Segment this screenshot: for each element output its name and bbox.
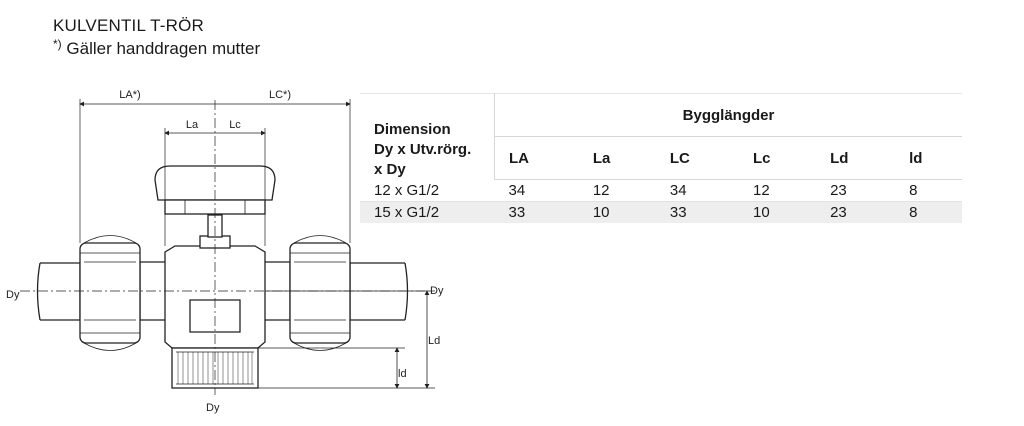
label-dy-bottom: Dy [206, 402, 220, 414]
table-cell: 34 [655, 179, 740, 202]
table-cell: 8 [895, 201, 962, 223]
table-cell-dimension: 12 x G1/2 [360, 179, 495, 202]
pipe-left [36, 262, 81, 321]
dimension-header-line: Dy x Utv.rörg. [374, 140, 472, 158]
label-ld-upper: Ld [428, 335, 440, 347]
column-header: ld [895, 136, 962, 180]
group-header: Bygglängder [494, 93, 962, 137]
dimensions-table: Dimension Dy x Utv.rörg. x Dy Bygglängde… [360, 93, 962, 223]
column-header: La [578, 136, 656, 180]
table-row: 12 x G1/2 34 12 34 12 23 8 [360, 179, 962, 202]
column-header: Ld [816, 136, 896, 180]
column-header: LC [655, 136, 740, 180]
label-la-star: LA*) [119, 89, 140, 101]
table-cell: 10 [578, 201, 656, 223]
label-dy-right: Dy [430, 285, 444, 297]
table-cell: 33 [494, 201, 579, 223]
valve-body [139, 245, 291, 349]
label-lc: Lc [229, 119, 241, 131]
table-cell: 33 [655, 201, 740, 223]
table-cell-dimension: 15 x G1/2 [360, 201, 495, 223]
dimension-header-line: Dimension [374, 120, 451, 138]
page-title: KULVENTIL T-RÖR [53, 16, 204, 35]
extension-lines [79, 99, 435, 389]
table-cell: 23 [816, 179, 896, 202]
table-cell: 12 [578, 179, 656, 202]
footnote-marker: *) [53, 37, 62, 51]
table-cell: 34 [494, 179, 579, 202]
label-la: La [186, 119, 199, 131]
column-header: Lc [739, 136, 817, 180]
label-dy-left: Dy [6, 289, 20, 301]
label-lc-star: LC*) [269, 89, 291, 101]
page-subtitle: *) Gäller handdragen mutter [53, 37, 260, 59]
dimension-lines [79, 101, 430, 389]
table-cell: 8 [895, 179, 962, 202]
dimension-header-line: x Dy [374, 160, 406, 178]
table-cell: 10 [739, 201, 817, 223]
nut-right [289, 235, 351, 351]
table-cell: 23 [816, 201, 896, 223]
column-header: LA [494, 136, 579, 180]
table-cell: 12 [739, 179, 817, 202]
subtitle-text: Gäller handdragen mutter [61, 39, 261, 58]
nut-left [79, 235, 141, 351]
dimension-column-header: Dimension Dy x Utv.rörg. x Dy [360, 93, 495, 180]
table-row: 15 x G1/2 33 10 33 10 23 8 [360, 201, 962, 223]
ball-valve-technical-drawing: LA*) LC*) La Lc Dy Dy Dy Ld ld [6, 89, 444, 414]
label-ld-lower: ld [398, 368, 407, 380]
pipe-right [349, 262, 409, 321]
